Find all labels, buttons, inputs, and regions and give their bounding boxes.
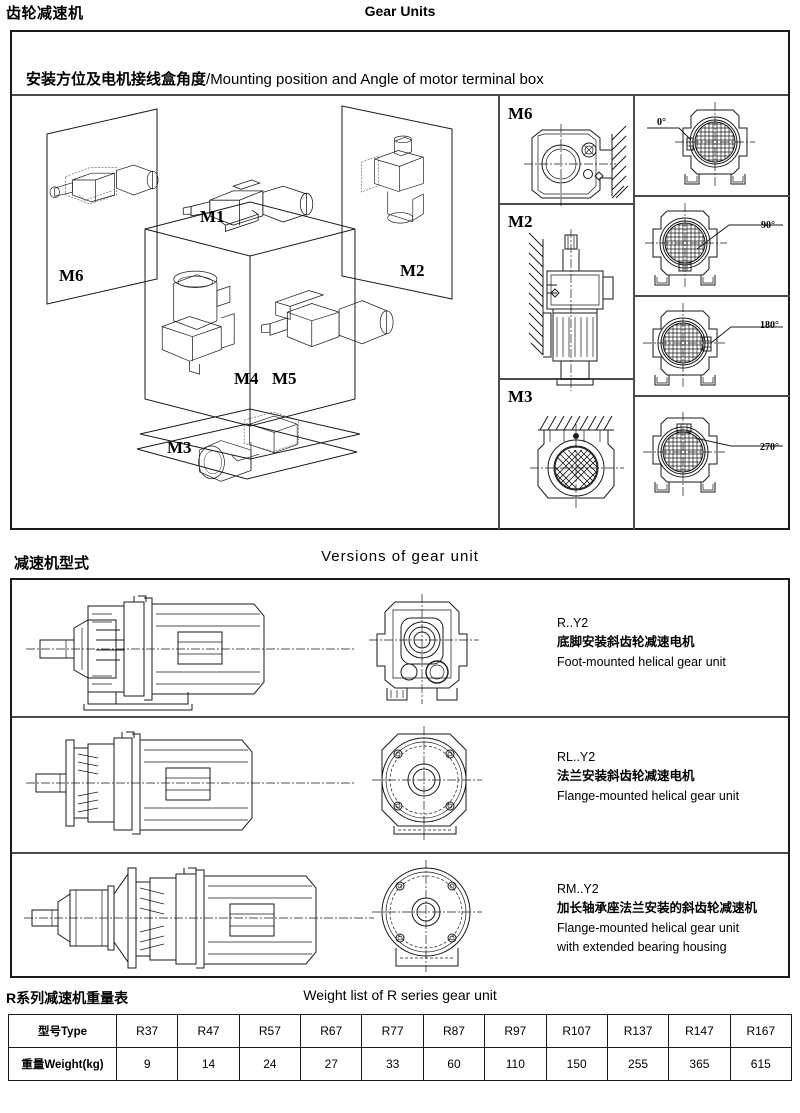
version-desc-cn-r: 底脚安装斜齿轮减速电机 bbox=[557, 635, 695, 650]
iso-label-m5: M5 bbox=[272, 369, 297, 388]
position-label-m2: M2 bbox=[508, 212, 533, 231]
iso-label-m3: M3 bbox=[167, 438, 192, 457]
versions-heading-en: Versions of gear unit bbox=[321, 548, 479, 565]
table-row-weight: 重量Weight(kg) 9 14 24 27 33 60 110 150 25… bbox=[8, 1047, 793, 1081]
version-desc-en2-rm: with extended bearing housing bbox=[557, 940, 727, 955]
version-desc-en-r: Foot-mounted helical gear unit bbox=[557, 654, 726, 669]
header-title-cn: 齿轮减速机 bbox=[6, 5, 84, 22]
cell-type-10: R167 bbox=[729, 1014, 793, 1048]
mounting-drawing-m2 bbox=[528, 229, 614, 391]
cell-weight-6: 110 bbox=[484, 1047, 547, 1081]
version-side-view-rm bbox=[24, 867, 374, 969]
divider-positions-angles bbox=[633, 94, 635, 530]
versions-heading-cn: 减速机型式 bbox=[14, 555, 90, 572]
mounting-heading-sep: / bbox=[206, 71, 211, 88]
header-title-en: Gear Units bbox=[364, 3, 436, 19]
version-front-view-r bbox=[369, 594, 479, 704]
cell-weight-10: 615 bbox=[729, 1047, 793, 1081]
heading-separator bbox=[12, 94, 788, 96]
iso-label-m2: M2 bbox=[400, 261, 425, 280]
cell-weight-3: 27 bbox=[300, 1047, 363, 1081]
position-label-m3: M3 bbox=[508, 387, 533, 406]
versions-panel: R..Y2 底脚安装斜齿轮减速电机 Foot-mounted helical g… bbox=[10, 578, 790, 978]
terminal-box-angle-0-drawing bbox=[647, 102, 755, 186]
version-text-r: R..Y2 底脚安装斜齿轮减速电机 Foot-mounted helical g… bbox=[557, 614, 726, 672]
version-code-rm: RM..Y2 bbox=[557, 882, 599, 896]
cell-weight-9: 365 bbox=[668, 1047, 731, 1081]
terminal-box-angle-180-drawing bbox=[643, 303, 783, 387]
divider-iso-positions bbox=[498, 94, 500, 530]
weight-heading-en: Weight list of R series gear unit bbox=[303, 987, 497, 1003]
row-label-type: 型号Type bbox=[8, 1014, 117, 1048]
page-header: 齿轮减速机 Gear Units bbox=[0, 2, 800, 28]
version-side-view-rl bbox=[26, 731, 356, 835]
cell-weight-1: 14 bbox=[177, 1047, 240, 1081]
version-desc-cn-rm: 加长轴承座法兰安装的斜齿轮减速机 bbox=[557, 901, 758, 916]
version-text-rl: RL..Y2 法兰安装斜齿轮减速电机 Flange-mounted helica… bbox=[557, 748, 739, 806]
iso-label-m4: M4 bbox=[234, 369, 259, 388]
divider-m6-m2 bbox=[498, 203, 633, 205]
divider-angle-90-180 bbox=[633, 295, 790, 297]
angle-label-180: 180° bbox=[760, 320, 779, 331]
cell-type-3: R67 bbox=[300, 1014, 363, 1048]
weight-table: 型号Type R37 R47 R57 R67 R77 R87 R97 R107 … bbox=[8, 1014, 793, 1081]
version-text-rm: RM..Y2 加长轴承座法兰安装的斜齿轮减速机 Flange-mounted h… bbox=[557, 880, 757, 958]
angle-label-90: 90° bbox=[761, 220, 775, 231]
terminal-box-angle-90-drawing bbox=[645, 203, 783, 287]
isometric-mounting-diagram: M1 M6 bbox=[46, 105, 453, 482]
version-desc-en-rm: Flange-mounted helical gear unit bbox=[557, 920, 740, 935]
table-row-type: 型号Type R37 R47 R57 R67 R77 R87 R97 R107 … bbox=[8, 1014, 793, 1048]
version-front-view-rm bbox=[372, 860, 482, 972]
iso-label-m6: M6 bbox=[59, 266, 84, 285]
cell-weight-5: 60 bbox=[422, 1047, 486, 1081]
version-desc-cn-rl: 法兰安装斜齿轮减速电机 bbox=[557, 769, 695, 784]
cell-weight-2: 24 bbox=[238, 1047, 302, 1081]
version-side-view-r bbox=[26, 595, 356, 711]
mounting-drawing-m3 bbox=[530, 415, 624, 510]
cell-type-4: R77 bbox=[361, 1014, 424, 1048]
weight-heading-cn: R系列减速机重量表 bbox=[6, 990, 129, 1006]
cell-type-7: R107 bbox=[545, 1014, 608, 1048]
mounting-heading-cn: 安装方位及电机接线盒角度 bbox=[26, 71, 207, 88]
divider-version-row2-row3 bbox=[12, 852, 788, 854]
angle-label-270: 270° bbox=[760, 442, 779, 453]
row-label-weight: 重量Weight(kg) bbox=[8, 1047, 117, 1081]
cell-weight-7: 150 bbox=[545, 1047, 608, 1081]
cell-type-1: R47 bbox=[177, 1014, 240, 1048]
cell-weight-4: 33 bbox=[361, 1047, 424, 1081]
iso-label-m1: M1 bbox=[200, 207, 225, 226]
cell-type-9: R147 bbox=[668, 1014, 731, 1048]
cell-type-2: R57 bbox=[238, 1014, 302, 1048]
mounting-heading-en: Mounting position and Angle of motor ter… bbox=[210, 71, 544, 88]
divider-version-row1-row2 bbox=[12, 716, 788, 718]
divider-angle-180-270 bbox=[633, 395, 790, 397]
cell-weight-0: 9 bbox=[115, 1047, 179, 1081]
mounting-drawing-m6 bbox=[524, 124, 629, 206]
position-label-m6: M6 bbox=[508, 104, 533, 123]
cell-type-6: R97 bbox=[484, 1014, 547, 1048]
terminal-box-angle-270-drawing bbox=[643, 412, 783, 496]
version-front-view-rl bbox=[372, 726, 482, 840]
cell-type-0: R37 bbox=[115, 1014, 179, 1048]
version-code-rl: RL..Y2 bbox=[557, 750, 596, 764]
mounting-position-panel: 安装方位及电机接线盒角度/Mounting position and Angle… bbox=[10, 30, 790, 530]
angle-label-0: 0° bbox=[657, 117, 666, 128]
cell-weight-8: 255 bbox=[606, 1047, 670, 1081]
version-desc-en-rl: Flange-mounted helical gear unit bbox=[557, 788, 740, 803]
version-code-r: R..Y2 bbox=[557, 616, 589, 630]
cell-type-8: R137 bbox=[606, 1014, 670, 1048]
mounting-heading: 安装方位及电机接线盒角度/Mounting position and Angle… bbox=[26, 68, 544, 89]
cell-type-5: R87 bbox=[422, 1014, 486, 1048]
divider-angle-0-90 bbox=[633, 195, 790, 197]
